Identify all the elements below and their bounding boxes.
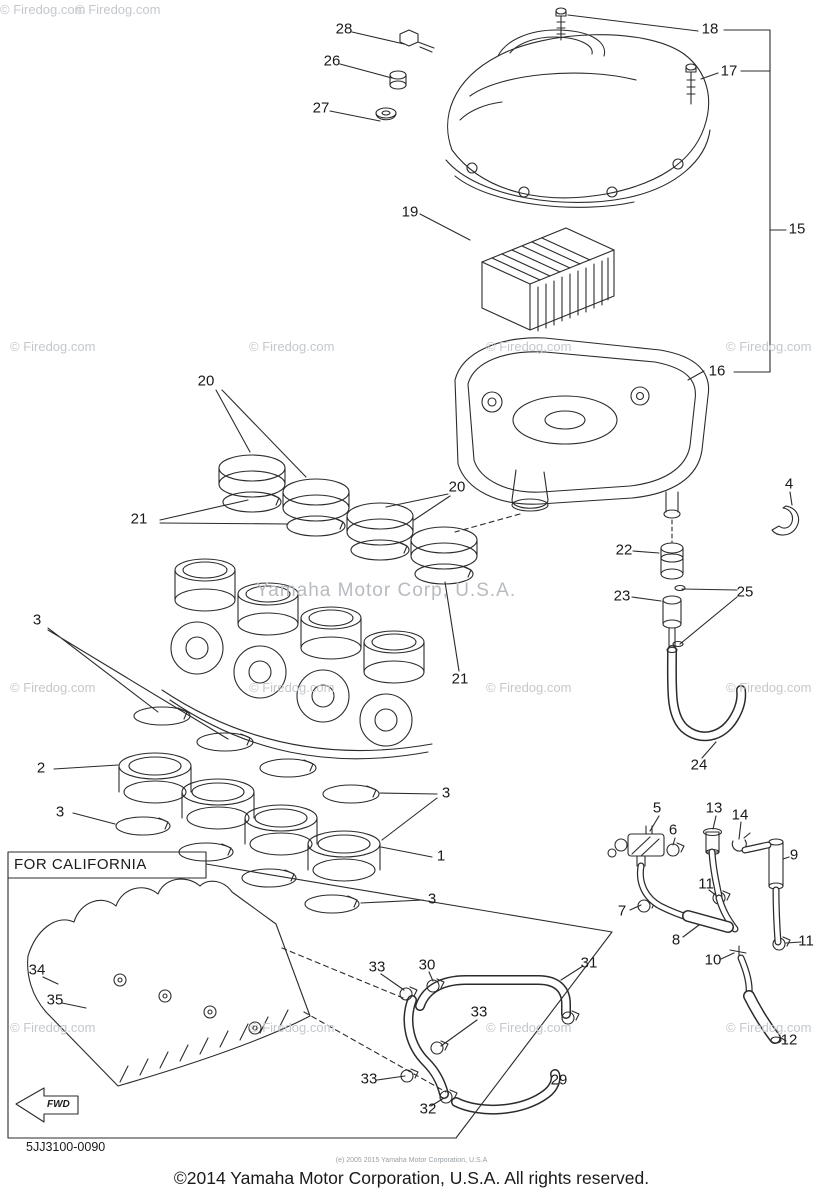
screw-17-icon <box>685 63 697 105</box>
watermark-text: © Firedog.com <box>10 680 96 695</box>
part-callout-33: 33 <box>360 1070 378 1088</box>
part-callout-29: 29 <box>550 1071 568 1089</box>
air-cleaner-cover <box>445 29 711 208</box>
part-callout-3: 3 <box>55 803 65 821</box>
clamp-4-icon <box>771 505 800 536</box>
part-callout-1: 1 <box>436 847 446 865</box>
watermark-text: © Firedog.com <box>486 1020 572 1035</box>
part-callout-11: 11 <box>798 932 814 950</box>
part-callout-33: 33 <box>470 1003 488 1021</box>
part-callout-14: 14 <box>731 806 749 824</box>
watermark-text: © Firedog.com <box>726 339 812 354</box>
part-callout-5: 5 <box>652 799 662 817</box>
part-callout-20: 20 <box>197 372 215 390</box>
check-valves-22-23 <box>660 542 686 648</box>
watermark-text: © Firedog.com <box>10 339 96 354</box>
diagram-code: 5JJ3100-0090 <box>26 1140 106 1154</box>
lower-clamps-3 <box>115 816 360 914</box>
part-callout-23: 23 <box>613 587 631 605</box>
fwd-label: FWD <box>47 1099 70 1110</box>
part-callout-24: 24 <box>690 756 708 774</box>
part-callout-12: 12 <box>780 1031 798 1049</box>
grommet-27-icon <box>375 107 397 121</box>
part-callout-8: 8 <box>671 931 681 949</box>
part-callout-17: 17 <box>720 62 738 80</box>
intake-joint-rings <box>218 454 478 585</box>
carburetor-assembly <box>161 558 433 760</box>
part-callout-27: 27 <box>312 99 330 117</box>
part-callout-33: 33 <box>368 958 386 976</box>
watermark-text: © Firedog.com <box>486 339 572 354</box>
air-cleaner-case <box>454 337 710 543</box>
watermark-text: © Firedog.com <box>726 1020 812 1035</box>
watermark-text: © Firedog.com <box>249 680 335 695</box>
center-watermark: Yamaha Motor Corp, U.S.A. <box>256 580 517 601</box>
for-california-label: FOR CALIFORNIA <box>14 856 147 873</box>
upper-clamps-3 <box>133 706 380 804</box>
part-callout-21: 21 <box>130 510 148 528</box>
callout-leader-lines <box>42 14 802 1107</box>
part-callout-9: 9 <box>789 846 799 864</box>
watermark-text: © Firedog.com <box>249 339 335 354</box>
watermark-text: © Firedog.com <box>486 680 572 695</box>
part-callout-30: 30 <box>418 956 436 974</box>
part-callout-34: 34 <box>28 961 46 979</box>
part-callout-3: 3 <box>441 784 451 802</box>
hose-24 <box>666 645 747 742</box>
part-callout-4: 4 <box>784 475 794 493</box>
bolt-28-icon <box>399 29 435 53</box>
bolt-18-icon <box>555 7 567 41</box>
watermark-text: © Firedog.com <box>75 2 161 17</box>
part-callout-19: 19 <box>401 203 419 221</box>
part-callout-7: 7 <box>617 902 627 920</box>
part-callout-10: 10 <box>704 951 722 969</box>
air-filter-element <box>481 227 615 332</box>
fine-print: (e) 2005 2015 Yamaha Motor Corporation, … <box>335 1157 488 1164</box>
watermark-text: © Firedog.com <box>726 680 812 695</box>
canister-fittings-cluster <box>607 825 791 1044</box>
part-callout-15: 15 <box>788 220 806 238</box>
part-callout-26: 26 <box>323 52 341 70</box>
watermark-text: © Firedog.com <box>249 1020 335 1035</box>
part-callout-25: 25 <box>736 583 754 601</box>
watermark-text: © Firedog.com <box>10 1020 96 1035</box>
part-callout-32: 32 <box>419 1100 437 1118</box>
part-callout-21: 21 <box>451 670 469 688</box>
part-callout-35: 35 <box>46 991 64 1009</box>
intake-boots <box>118 752 381 882</box>
part-callout-22: 22 <box>615 541 633 559</box>
part-callout-31: 31 <box>580 954 598 972</box>
part-callout-6: 6 <box>668 821 678 839</box>
part-callout-11: 11 <box>698 875 714 893</box>
part-callout-3: 3 <box>427 890 437 908</box>
part-callout-13: 13 <box>705 799 723 817</box>
part-callout-28: 28 <box>335 20 353 38</box>
breather-hoses-cluster <box>399 975 580 1115</box>
part-callout-16: 16 <box>708 362 726 380</box>
california-section <box>7 851 613 1139</box>
watermark-text: © Firedog.com <box>0 2 86 17</box>
copyright-footer: ©2014 Yamaha Motor Corporation, U.S.A. A… <box>173 1168 650 1188</box>
part-callout-2: 2 <box>36 759 46 777</box>
part-callout-20: 20 <box>448 478 466 496</box>
part-callout-18: 18 <box>701 20 719 38</box>
part-callout-3: 3 <box>32 611 42 629</box>
grommet-26-icon <box>389 70 407 90</box>
